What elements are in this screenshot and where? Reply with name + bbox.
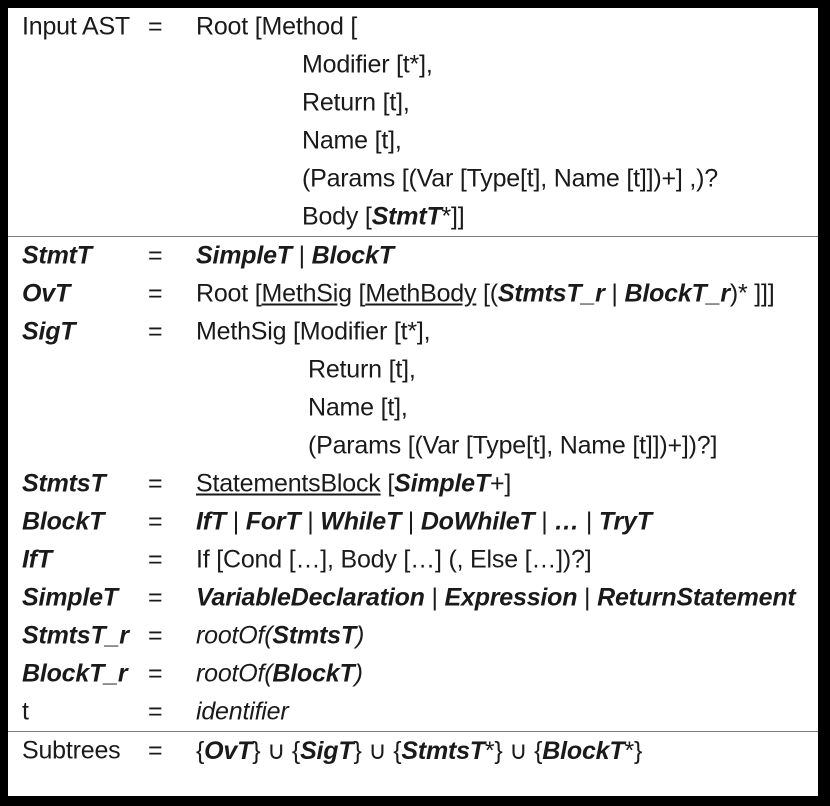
grammar-rule-row: BlockT = IfT | ForT | WhileT | DoWhileT | … bbox=[8, 503, 818, 541]
rule-rhs: MethSig [Modifier [t*], bbox=[196, 317, 431, 346]
rule-equals-sign: = bbox=[148, 241, 163, 270]
rule-equals-sign: = bbox=[148, 279, 163, 308]
rule-equals-sign: = bbox=[148, 317, 163, 346]
grammar-rule-continuation-row: Name [t], bbox=[8, 389, 818, 427]
rule-rhs: Root [MethSig [MethBody [(StmtsT_r | Blo… bbox=[196, 279, 775, 308]
rule-equals-sign: = bbox=[148, 507, 163, 536]
grammar-specification-panel: Input AST = Root [Method [ Modifier [t*], Re… bbox=[7, 7, 819, 797]
grammar-rule-continuation-row: Return [t], bbox=[8, 84, 818, 122]
rule-lhs: SimpleT bbox=[22, 583, 118, 612]
rule-equals-sign: = bbox=[148, 697, 163, 726]
rule-equals-sign: = bbox=[148, 621, 163, 650]
rule-rhs-continuation: (Params [(Var [Type[t], Name [t]])+] ,)? bbox=[302, 164, 718, 193]
grammar-rule-row: BlockT_r = rootOf(BlockT) bbox=[8, 655, 818, 693]
grammar-rule-row: Input AST = Root [Method [ bbox=[8, 8, 818, 46]
grammar-rule-continuation-row: Return [t], bbox=[8, 351, 818, 389]
rule-equals-sign: = bbox=[148, 583, 163, 612]
rule-rhs-continuation: Return [t], bbox=[302, 88, 410, 117]
rule-lhs: IfT bbox=[22, 545, 52, 574]
grammar-rule-row: SimpleT = VariableDeclaration | Expression… bbox=[8, 579, 818, 617]
grammar-rule-row: StmtsT_r = rootOf(StmtsT) bbox=[8, 617, 818, 655]
rule-lhs: BlockT_r bbox=[22, 659, 128, 688]
rule-rhs: If [Cond […], Body […] (, Else […])?] bbox=[196, 545, 592, 574]
rule-lhs: OvT bbox=[22, 279, 71, 308]
grammar-rule-continuation-row: (Params [(Var [Type[t], Name [t]])+])?] bbox=[8, 427, 818, 465]
rule-lhs: SigT bbox=[22, 317, 76, 346]
rule-lhs: StmtsT_r bbox=[22, 621, 129, 650]
rule-rhs: VariableDeclaration | Expression | Retur… bbox=[196, 583, 796, 612]
grammar-rule-row: Subtrees = {OvT} ∪ {SigT} ∪ {StmtsT*} ∪ {B… bbox=[8, 732, 818, 770]
rule-equals-sign: = bbox=[148, 12, 163, 41]
rule-rhs-continuation: Modifier [t*], bbox=[302, 50, 433, 79]
rule-rhs-continuation: (Params [(Var [Type[t], Name [t]])+])?] bbox=[308, 431, 718, 460]
grammar-rule-continuation-row: Modifier [t*], bbox=[8, 46, 818, 84]
nonterminal-definitions-section: StmtT = SimpleT | BlockT OvT = Root [MethSig … bbox=[8, 236, 818, 731]
rule-rhs: IfT | ForT | WhileT | DoWhileT | … | Try… bbox=[196, 507, 652, 536]
rule-rhs: rootOf(StmtsT) bbox=[196, 621, 365, 650]
rule-equals-sign: = bbox=[148, 545, 163, 574]
rule-lhs: t bbox=[22, 697, 29, 726]
rule-rhs-continuation: Name [t], bbox=[302, 126, 402, 155]
grammar-rule-row: OvT = Root [MethSig [MethBody [(StmtsT_r |… bbox=[8, 275, 818, 313]
rule-rhs: StatementsBlock [SimpleT+] bbox=[196, 469, 512, 498]
rule-equals-sign: = bbox=[148, 659, 163, 688]
input-ast-section: Input AST = Root [Method [ Modifier [t*], Re… bbox=[8, 8, 818, 236]
grammar-rule-continuation-row: Name [t], bbox=[8, 122, 818, 160]
grammar-rule-row: StmtsT = StatementsBlock [SimpleT+] bbox=[8, 465, 818, 503]
rule-rhs-continuation: Return [t], bbox=[308, 355, 416, 384]
rule-equals-sign: = bbox=[148, 469, 163, 498]
rule-lhs: StmtT bbox=[22, 241, 92, 270]
grammar-rule-row: StmtT = SimpleT | BlockT bbox=[8, 237, 818, 275]
rule-lhs: BlockT bbox=[22, 507, 105, 536]
subtrees-section: Subtrees = {OvT} ∪ {SigT} ∪ {StmtsT*} ∪ {B… bbox=[8, 731, 818, 770]
rule-rhs: rootOf(BlockT) bbox=[196, 659, 363, 688]
rule-equals-sign: = bbox=[148, 736, 163, 765]
rule-rhs: Root [Method [ bbox=[196, 12, 358, 41]
rule-rhs: identifier bbox=[196, 697, 289, 726]
rule-rhs: SimpleT | BlockT bbox=[196, 241, 394, 270]
rule-lhs: Input AST bbox=[22, 12, 130, 41]
grammar-rule-row: t = identifier bbox=[8, 693, 818, 731]
rule-lhs: StmtsT bbox=[22, 469, 106, 498]
rule-rhs: {OvT} ∪ {SigT} ∪ {StmtsT*} ∪ {BlockT*} bbox=[196, 737, 643, 765]
rule-rhs-continuation: Body [StmtT*]] bbox=[302, 202, 465, 231]
grammar-rule-continuation-row: (Params [(Var [Type[t], Name [t]])+] ,)? bbox=[8, 160, 818, 198]
grammar-rule-row: SigT = MethSig [Modifier [t*], bbox=[8, 313, 818, 351]
grammar-rule-continuation-row: Body [StmtT*]] bbox=[8, 198, 818, 236]
rule-rhs-continuation: Name [t], bbox=[308, 393, 408, 422]
rule-lhs: Subtrees bbox=[22, 736, 121, 765]
grammar-rule-row: IfT = If [Cond […], Body […] (, Else […])?… bbox=[8, 541, 818, 579]
